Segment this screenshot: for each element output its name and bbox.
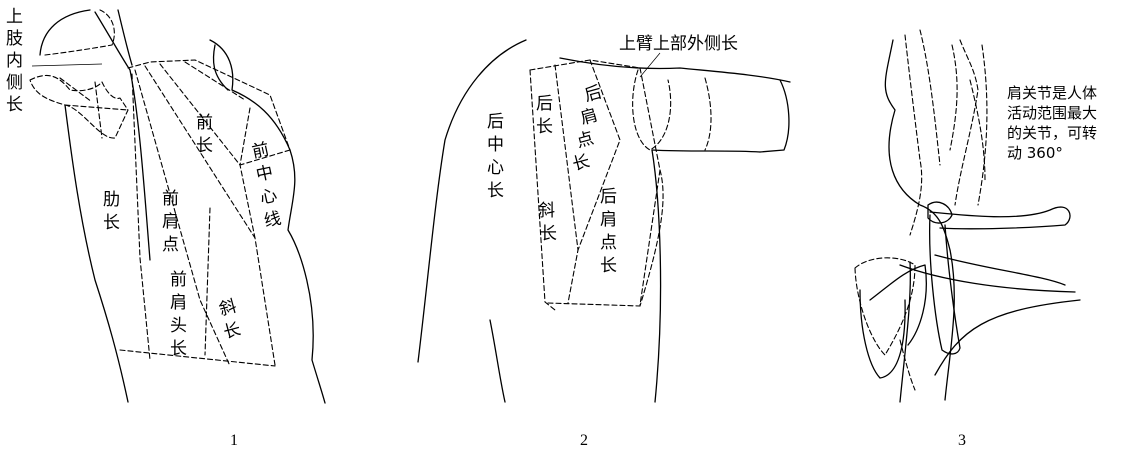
front-center-line-label-4: 线: [262, 209, 283, 232]
back-center-length-label-1: 后: [487, 112, 504, 132]
front-center-line-label-2: 中: [254, 163, 275, 186]
joint-note-line-3: 的关节，可转: [1007, 124, 1097, 142]
back-length-label-1: 后: [536, 94, 553, 114]
panel-front-view: 上 肢 内 侧 长 前 长 肋 长 前 肩 点 前 肩 头 长 斜 长 前 中 …: [6, 7, 326, 449]
back-shoulder-point-top-label-1: 后: [582, 82, 604, 106]
back-length-label-2: 长: [536, 117, 553, 137]
upper-arm-inner-label-5: 长: [6, 95, 23, 115]
panel-number-2: 2: [580, 432, 588, 449]
back-center-length-label-2: 中: [487, 135, 504, 155]
front-shoulder-head-length-label-3: 头: [170, 316, 187, 336]
back-shoulder-point-label-2: 肩: [600, 210, 617, 230]
rib-length-label-2: 长: [103, 213, 120, 233]
oblique-length-label-1: 斜: [217, 296, 239, 320]
joint-note-line-4: 动 360°: [1007, 144, 1063, 162]
panel-number-3: 3: [958, 432, 966, 449]
front-length-label-1: 前: [196, 113, 213, 133]
back-shoulder-point-label-4: 长: [600, 256, 617, 276]
front-center-line-label-1: 前: [250, 140, 271, 163]
joint-note-line-1: 肩关节是人体: [1007, 84, 1097, 102]
upper-arm-outer-label: 上臂上部外侧长: [619, 34, 738, 54]
front-shoulder-point-label-2: 肩: [162, 212, 179, 232]
back-shoulder-point-top-label-2: 肩: [578, 105, 600, 129]
front-shoulder-head-length-label-2: 肩: [170, 293, 187, 313]
back-oblique-length-label-1: 斜: [538, 201, 555, 221]
joint-note-line-2: 活动范围最大: [1007, 104, 1097, 122]
upper-arm-inner-label-1: 上: [6, 7, 23, 27]
front-length-label-2: 长: [196, 136, 213, 156]
back-shoulder-point-label-3: 点: [600, 233, 617, 253]
back-shoulder-point-top-label-4: 长: [570, 151, 592, 175]
panel-back-view: 上臂上部外侧长 后 中 心 长 后 长 后 肩 点 长 斜 长 后 肩 点 长 …: [417, 34, 791, 449]
upper-arm-inner-label-3: 内: [6, 51, 23, 71]
back-oblique-length-label-2: 长: [540, 224, 557, 244]
front-shoulder-point-label-1: 前: [162, 189, 179, 209]
back-shoulder-point-label-1: 后: [600, 187, 617, 207]
panel-number-1: 1: [230, 432, 238, 449]
back-center-length-label-4: 长: [487, 181, 504, 201]
front-shoulder-head-length-label-1: 前: [170, 270, 187, 290]
rib-length-label-1: 肋: [103, 190, 120, 210]
front-center-line-label-3: 心: [258, 186, 279, 209]
front-shoulder-head-length-label-4: 长: [170, 339, 187, 359]
oblique-length-label-2: 长: [221, 319, 243, 343]
upper-arm-inner-label-4: 侧: [6, 73, 23, 93]
front-shoulder-point-label-3: 点: [162, 235, 179, 255]
panel-shoulder-joint: 肩关节是人体 活动范围最大 的关节，可转 动 360° 3: [854, 29, 1097, 449]
back-shoulder-point-top-label-3: 点: [574, 128, 596, 152]
upper-arm-inner-label-2: 肢: [6, 29, 23, 49]
back-center-length-label-3: 心: [487, 158, 504, 178]
